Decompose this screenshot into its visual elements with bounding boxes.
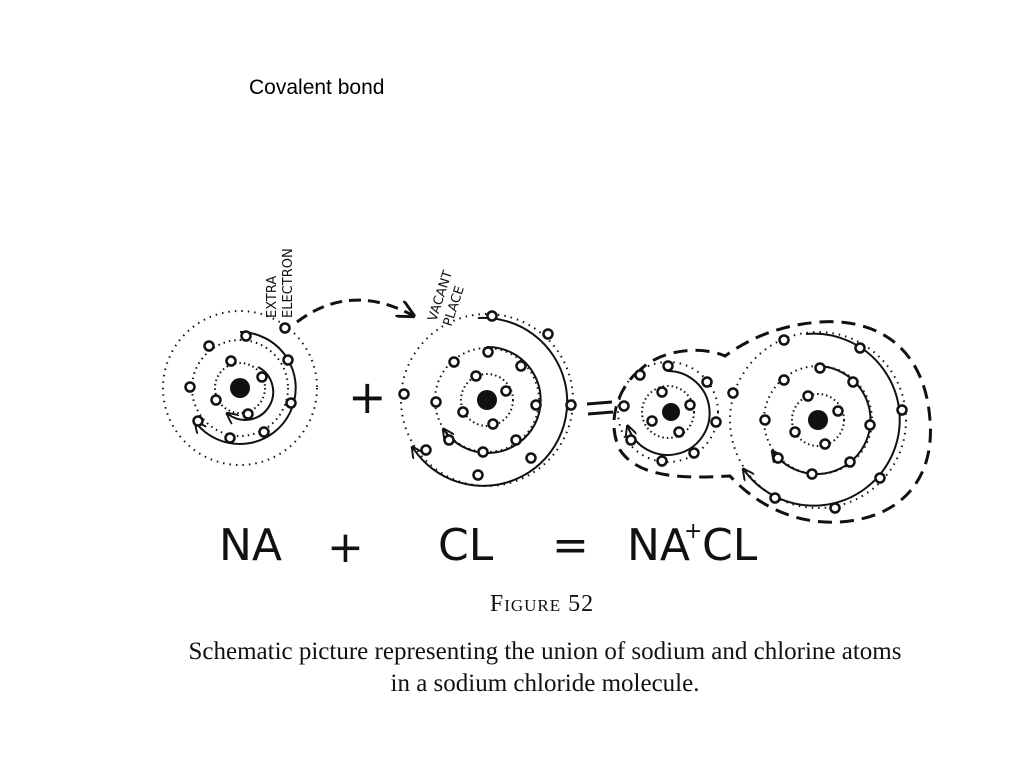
chlorine-atom — [398, 310, 577, 487]
ion-cl-outer-shell-path — [729, 331, 907, 509]
electron-transfer-arc — [296, 298, 412, 324]
ion-cl-middle-orbit-arrow — [773, 365, 872, 475]
sodium-inner-shell-path — [214, 362, 266, 414]
chlorine-inner-shell-path — [460, 373, 514, 427]
equation: NA + CL = NA + CL — [219, 519, 758, 573]
extra-label-line2: ELECTRON — [281, 248, 296, 318]
ion-cl-inner-shell-path — [791, 393, 845, 447]
equation-na: NA — [219, 520, 282, 571]
chlorine-electrons — [398, 310, 577, 481]
ion-cl-electrons — [727, 334, 908, 514]
slide-title: Covalent bond — [249, 76, 385, 99]
ion-na-inner-shell-path — [641, 385, 695, 439]
caption-line2: in a sodium chloride molecule. — [390, 670, 700, 697]
chlorine-outer-orbit-arrow — [413, 316, 569, 487]
molecule-boundary — [612, 320, 932, 524]
sodium-inner-orbit-arrow — [228, 366, 275, 420]
equation-equals: = — [552, 520, 589, 571]
ion-na-nucleus — [662, 403, 680, 421]
ion-na-orbit-arrow — [628, 370, 711, 456]
chlorine-middle-shell-path — [434, 347, 540, 453]
chlorine-middle-orbit-arrow — [444, 345, 542, 454]
figure-caption: Schematic picture representing the union… — [80, 636, 1010, 700]
diagram-equals-sign — [586, 400, 614, 416]
equation-charge: + — [684, 519, 702, 544]
sodium-nucleus — [230, 378, 250, 398]
ion-na-electrons — [618, 360, 722, 467]
sodium-chloride-molecule — [612, 320, 932, 524]
ion-cl-nucleus — [808, 410, 828, 430]
equation-product-na: NA — [627, 520, 690, 571]
diagram-plus-sign: + — [348, 370, 387, 424]
extra-label-line1: EXTRA — [265, 276, 280, 318]
equation-cl: CL — [438, 520, 494, 571]
sodium-outer-shell-path — [162, 310, 318, 466]
equation-product-cl: CL — [702, 520, 758, 571]
sodium-middle-orbit-arrow — [196, 331, 297, 445]
caption-line1: Schematic picture representing the union… — [188, 638, 902, 665]
chlorine-nucleus — [477, 390, 497, 410]
figure-label: Figure 52 — [489, 591, 595, 617]
sodium-electrons — [184, 322, 297, 444]
sodium-atom — [162, 310, 318, 466]
equation-plus: + — [327, 522, 364, 573]
sodium-middle-shell-path — [191, 339, 289, 437]
